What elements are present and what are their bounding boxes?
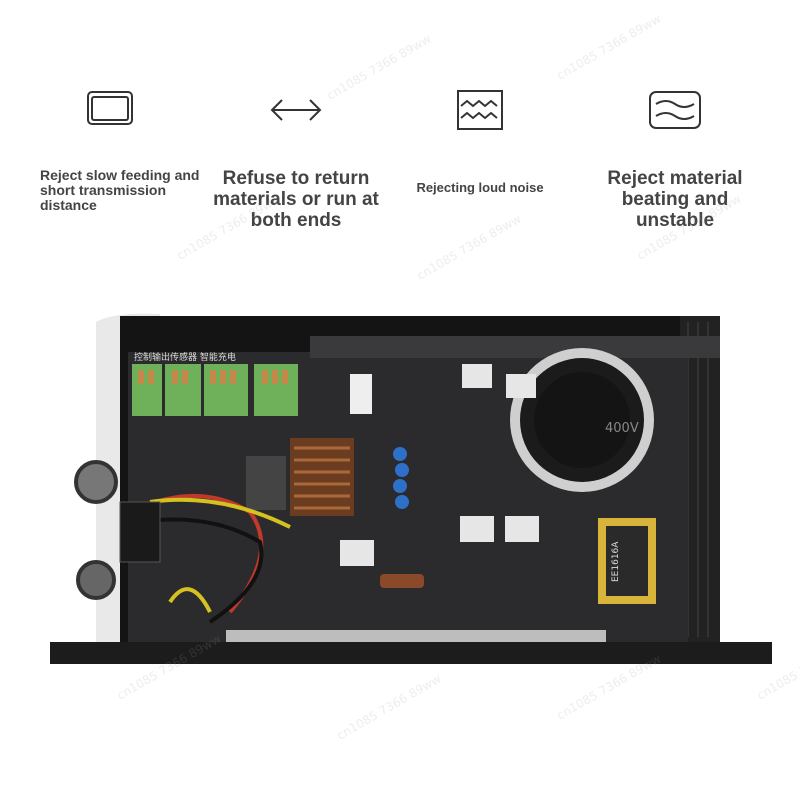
double-arrow-icon [270,99,322,121]
feature-label-slow-feeding: Reject slow feeding and short transmissi… [40,167,200,213]
round-connector-top [74,460,118,504]
ic-chips [340,364,539,566]
inductor-coils [246,438,354,516]
capacitor-label: 400V [605,421,639,436]
feature-material-beating: Reject material beating and unstable [585,88,765,231]
rounded-rectangle-icon [87,91,133,125]
feature-return-materials: Refuse to return materials or run at bot… [196,88,396,231]
svg-text:cn1085 7366 89ww: cn1085 7366 89ww [555,11,664,82]
transformer: EE1616A [598,518,656,604]
bottom-brackets [226,630,606,642]
rocker-switch [119,501,161,563]
wave-rectangle-icon [649,91,701,129]
feature-loud-noise: Rejecting loud noise [405,88,555,195]
pcb-upper-strip [310,336,720,358]
terminal-blocks [132,364,298,416]
svg-text:cn1085 7366 89ww: cn1085 7366 89ww [415,211,524,282]
chassis-base-plate [50,642,772,664]
feature-label-return-materials: Refuse to return materials or run at bot… [213,168,379,231]
feature-slow-feeding: Reject slow feeding and short transmissi… [40,88,200,213]
wavy-lines-icon [457,90,503,130]
terminal-header-text: 控制输出传感器 智能充电 [134,351,236,363]
feature-label-material-beating: Reject material beating and unstable [607,168,743,231]
svg-text:cn1085 7366 89ww: cn1085 7366 89ww [335,671,444,742]
transformer-label: EE1616A [611,541,621,582]
feature-label-loud-noise: Rejecting loud noise [416,180,544,195]
capacitor: 400V [510,348,654,492]
blue-capacitors [393,447,409,509]
resistor [380,574,424,588]
controller-circuit-board-photo: 控制输出传感器 智能充电 400V EE1616A [50,313,772,664]
round-connector-bottom [76,560,116,600]
wiring [139,493,291,624]
